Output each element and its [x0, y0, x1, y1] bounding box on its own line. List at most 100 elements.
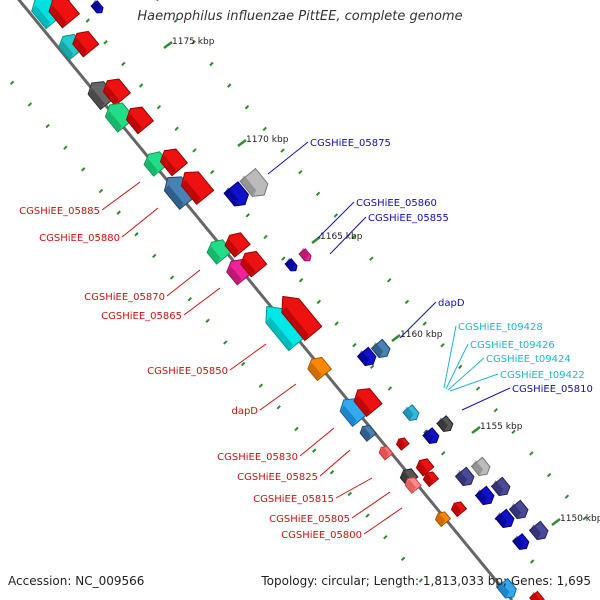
- gene-shade: [181, 179, 201, 205]
- reverse-gene-label: CGSHiEE_05885: [19, 206, 100, 217]
- forward-gene: [90, 0, 104, 14]
- tick-mark: [169, 275, 175, 280]
- gene-shade: [281, 306, 309, 341]
- forward-gene: [422, 427, 440, 445]
- tick-mark: [475, 386, 481, 391]
- tick-mark: [546, 472, 552, 478]
- major-tick: [163, 41, 173, 49]
- leader-line: [443, 325, 457, 389]
- tick-mark: [210, 169, 215, 175]
- forward-gene: [528, 520, 549, 541]
- tick-mark: [98, 188, 104, 194]
- forward-gene-label: dapD: [438, 298, 465, 309]
- tick-mark: [116, 210, 121, 215]
- reverse-gene: [415, 458, 435, 477]
- reverse-gene: [434, 511, 452, 528]
- gene-body: [180, 171, 215, 206]
- tick-mark: [529, 451, 534, 456]
- tick-mark: [209, 61, 214, 67]
- tick-mark: [227, 83, 232, 88]
- tick-mark: [441, 451, 446, 456]
- reverse-gene: [307, 356, 333, 382]
- tick-mark: [418, 578, 424, 583]
- tick-mark: [347, 491, 352, 497]
- tick-mark: [404, 299, 410, 305]
- gene-shade: [164, 184, 184, 210]
- trna-label: CGSHiEE_t09426: [470, 340, 555, 351]
- tick-mark: [493, 407, 499, 413]
- leader-line: [319, 449, 351, 477]
- leader-line: [461, 387, 511, 411]
- tick-label: 1170 kbp: [246, 135, 289, 145]
- tick-mark: [245, 213, 250, 218]
- gene-shade: [103, 85, 119, 106]
- leader-line: [363, 507, 403, 535]
- reverse-gene: [72, 30, 100, 58]
- gene-shade: [360, 427, 371, 442]
- gene-shade: [307, 362, 322, 381]
- gene-shade: [475, 489, 488, 505]
- tick-mark: [134, 232, 139, 237]
- tick-mark: [280, 148, 285, 153]
- map-title: Haemophilus influenzae PittEE, complete …: [137, 9, 463, 24]
- gene-shade: [529, 524, 542, 540]
- tick-mark: [386, 278, 392, 283]
- gene-shade: [491, 480, 504, 496]
- leader-line: [299, 427, 335, 457]
- tick-mark: [312, 448, 317, 453]
- leader-line: [447, 357, 485, 391]
- reverse-gene-label: CGSHiEE_05865: [101, 311, 182, 322]
- tick-label: 1150 kbp: [560, 514, 600, 524]
- major-tick: [237, 139, 247, 147]
- gene-shade: [105, 110, 122, 133]
- gene-shade: [265, 316, 293, 351]
- gene-shade: [471, 460, 484, 476]
- major-tick: [551, 518, 561, 526]
- tick-mark: [27, 102, 33, 107]
- tick-mark: [240, 361, 246, 367]
- tick-mark: [205, 318, 210, 324]
- reverse-gene: [48, 0, 81, 29]
- leader-line: [445, 343, 469, 390]
- tick-mark: [333, 213, 339, 218]
- tick-mark: [138, 83, 144, 88]
- forward-gene: [223, 181, 250, 207]
- tick-mark: [174, 126, 179, 131]
- gene-shade: [509, 503, 522, 519]
- trna-label: CGSHiEE_t09422: [500, 370, 585, 381]
- major-tick: [391, 334, 401, 342]
- tick-mark: [294, 426, 299, 432]
- trna-label: CGSHiEE_t09424: [486, 354, 571, 365]
- gene-shade: [371, 342, 384, 358]
- gene-shade: [285, 257, 295, 271]
- tick-mark: [276, 405, 281, 410]
- tick-mark: [315, 191, 321, 197]
- gene-shade: [357, 350, 370, 366]
- forward-gene: [494, 508, 515, 529]
- tick-mark: [156, 104, 162, 110]
- reverse-gene: [281, 295, 323, 342]
- gene-shade: [224, 187, 239, 206]
- tick-mark: [458, 364, 463, 370]
- forward-gene: [470, 456, 491, 477]
- tick-mark: [121, 61, 126, 67]
- tick-mark: [365, 513, 370, 518]
- reverse-gene: [125, 106, 155, 135]
- gene-shade: [226, 266, 242, 285]
- gene-body: [281, 295, 323, 342]
- tick-mark: [258, 383, 264, 388]
- tick-mark: [422, 321, 427, 326]
- tick-mark: [351, 234, 356, 240]
- genome-summary-text: Topology: circular; Length: 1,813,033 bp…: [261, 574, 591, 588]
- tick-mark: [9, 80, 15, 86]
- gene-shade: [423, 473, 434, 487]
- forward-gene: [474, 485, 495, 506]
- reverse-gene: [180, 171, 215, 206]
- gene-shade: [529, 591, 541, 600]
- gene-shade: [396, 438, 406, 451]
- reverse-gene: [422, 471, 440, 488]
- leader-line: [183, 287, 221, 316]
- leader-line: [259, 383, 297, 411]
- tick-mark: [564, 494, 570, 499]
- gene-shade: [88, 88, 105, 110]
